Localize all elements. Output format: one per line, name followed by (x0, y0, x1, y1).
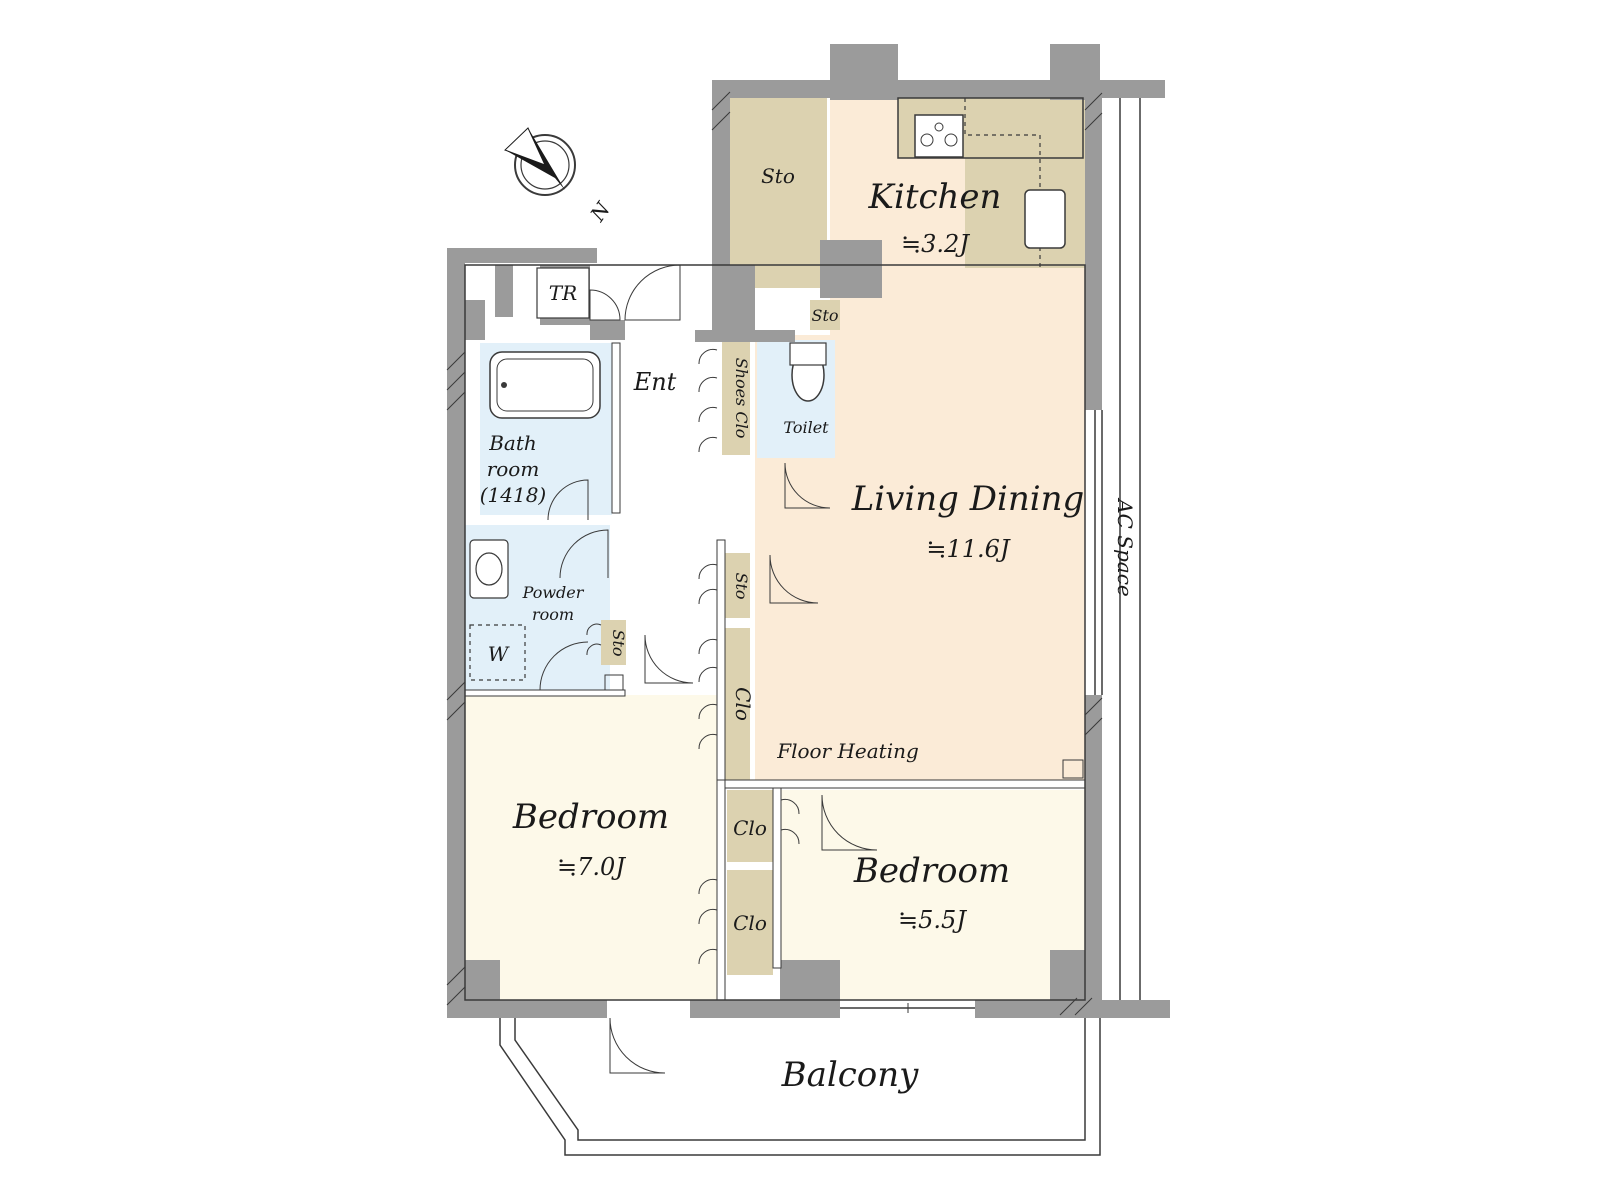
kitchen-name: Kitchen (868, 177, 1002, 217)
hall-storage (722, 553, 750, 618)
outlines (464, 97, 1141, 1156)
bathroom-label-2: room (487, 457, 540, 481)
kitchen-sto-label: Sto (761, 164, 795, 188)
kitchen-storage (730, 98, 827, 288)
bed-clo-2-label: Clo (733, 911, 767, 935)
powder-room-label-1: Powder (522, 583, 585, 602)
balcony-label: Balcony (781, 1055, 920, 1095)
fixtures (469, 114, 1096, 1074)
living-dining-size: ≒11.6J (926, 535, 1011, 563)
shoes-clo-label: Shoes Clo (732, 358, 751, 439)
bedroom-east-name: Bedroom (853, 851, 1010, 891)
kitchen-sink-icon (1024, 189, 1066, 249)
labels: Kitchen ≒3.2J Living Dining ≒11.6J Bedro… (480, 164, 1137, 1095)
compass: N (504, 127, 616, 226)
washer-label: W (488, 642, 510, 666)
bedroom-west-name: Bedroom (512, 797, 669, 837)
powder-sto-label: Sto (609, 629, 628, 656)
bedroom-west-size: ≒7.0J (557, 853, 626, 881)
bathroom-label-1: Bath (488, 431, 537, 455)
kitchen-size: ≒3.2J (901, 230, 970, 258)
hall-closet (722, 628, 750, 780)
walls (446, 44, 1170, 1018)
bathroom-label-3: (1418) (480, 483, 547, 507)
sink-icon (469, 539, 509, 599)
floor-heating-label: Floor Heating (776, 739, 919, 763)
balcony-area (500, 1020, 1100, 1170)
bathtub-icon (489, 351, 601, 419)
compass-north-label: N (585, 196, 616, 226)
bed-closet-2 (727, 870, 773, 975)
toilet-label: Toilet (783, 418, 829, 437)
tr-box (536, 267, 590, 319)
bedroom-west-area (465, 695, 717, 1000)
shoes-closet (722, 340, 750, 455)
hall-clo-label: Clo (731, 687, 755, 721)
bed-clo-1-label: Clo (733, 816, 767, 840)
powder-storage (601, 620, 626, 665)
bedroom-east-size: ≒5.5J (898, 906, 967, 934)
bed-closet-1 (727, 790, 773, 862)
small-storage (810, 300, 840, 330)
hall-sto-label: Sto (732, 572, 751, 599)
entrance-label: Ent (633, 368, 677, 396)
small-sto-label: Sto (811, 306, 838, 325)
living-dining-name: Living Dining (851, 479, 1085, 519)
powder-room-label-2: room (532, 605, 574, 624)
tr-label: TR (549, 281, 577, 305)
ac-space-label: AC Space (1113, 497, 1137, 597)
